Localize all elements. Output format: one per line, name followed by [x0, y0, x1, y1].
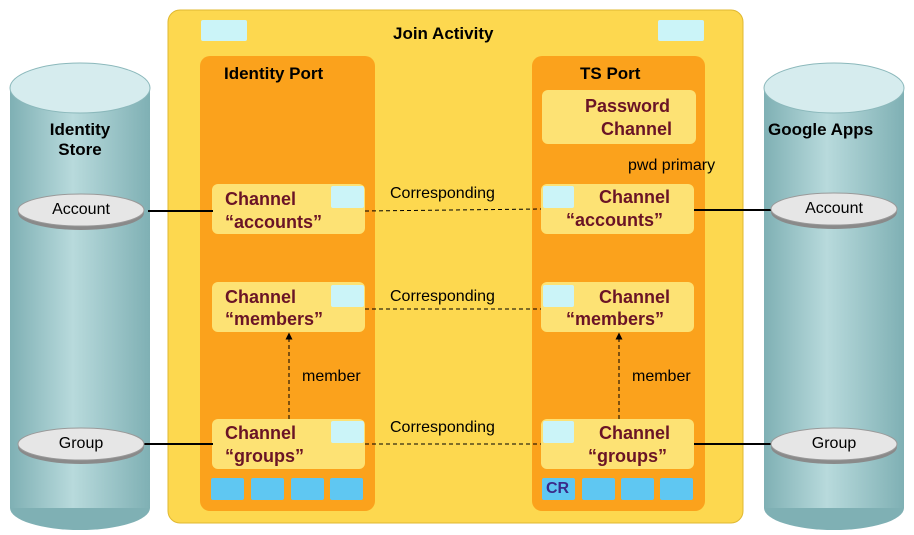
ts-port-title: TS Port [580, 64, 641, 83]
store-group-oval [17, 427, 145, 464]
ts-channel-members-box [541, 282, 694, 332]
identity-channel-accounts-slot [331, 186, 364, 208]
member-label-ts: member [632, 368, 691, 385]
identity-port-title: Identity Port [224, 64, 324, 83]
ts-channel-members-line2: “members” [566, 309, 665, 329]
identity-port-slot-1 [211, 478, 244, 500]
identity-port-slot-3 [291, 478, 324, 500]
corresponding-line-accounts [364, 208, 542, 212]
identity-channel-accounts-box [212, 184, 365, 234]
ts-channel-accounts-line1: Channel [599, 187, 671, 207]
google-account-label: Account [805, 200, 863, 217]
identity-channel-members-slot [331, 285, 364, 307]
ts-channel-groups-slot [543, 421, 574, 443]
join-activity-title: Join Activity [393, 24, 494, 43]
store-account-oval [17, 193, 145, 230]
identity-channel-groups-slot [331, 421, 364, 443]
activity-slot-left [201, 20, 247, 41]
google-apps-label: Google Apps [768, 120, 874, 139]
store-group-label: Group [58, 435, 104, 452]
identity-channel-members-box [212, 282, 365, 332]
google-account-oval [770, 192, 898, 229]
identity-channel-members-line1: Channel [225, 287, 297, 307]
ts-port-cr-slot [542, 478, 575, 500]
identity-channel-accounts-line2: “accounts” [225, 212, 323, 232]
activity-slot-right [658, 20, 704, 41]
password-channel-line2: Channel [601, 119, 673, 139]
identity-port-slot-2 [251, 478, 284, 500]
ts-channel-groups-box [541, 419, 694, 469]
identity-channel-groups-line2: “groups” [225, 446, 304, 466]
corresponding-label-members: Corresponding [390, 288, 495, 305]
ts-channel-members-line1: Channel [599, 287, 671, 307]
pwd-primary-label: pwd primary [628, 157, 716, 174]
ts-channel-accounts-slot [543, 186, 574, 208]
ts-port-slot-4 [660, 478, 693, 500]
cr-label: CR [546, 480, 570, 497]
identity-channel-groups-box [212, 419, 365, 469]
corresponding-label-groups: Corresponding [390, 419, 495, 436]
store-account-label: Account [52, 201, 110, 218]
identity-channel-accounts-line1: Channel [225, 189, 297, 209]
password-channel-box [542, 90, 696, 144]
ts-port-slot-2 [582, 478, 615, 500]
google-group-oval [770, 427, 898, 464]
ts-channel-accounts-box [541, 184, 694, 234]
identity-channel-groups-line1: Channel [225, 423, 297, 443]
member-label-identity: member [302, 368, 361, 385]
ts-channel-members-slot [543, 285, 574, 307]
ts-channel-accounts-line2: “accounts” [566, 210, 664, 230]
ts-port-slot-3 [621, 478, 654, 500]
ts-channel-groups-line1: Channel [599, 423, 671, 443]
corresponding-label-accounts: Corresponding [390, 185, 495, 202]
identity-channel-members-line2: “members” [225, 309, 324, 329]
password-channel-line1: Password [585, 96, 671, 116]
identity-port-slot-4 [330, 478, 363, 500]
identity-store-label: Identity Store [49, 120, 111, 159]
ts-channel-groups-line2: “groups” [588, 446, 667, 466]
google-group-label: Group [811, 435, 857, 452]
